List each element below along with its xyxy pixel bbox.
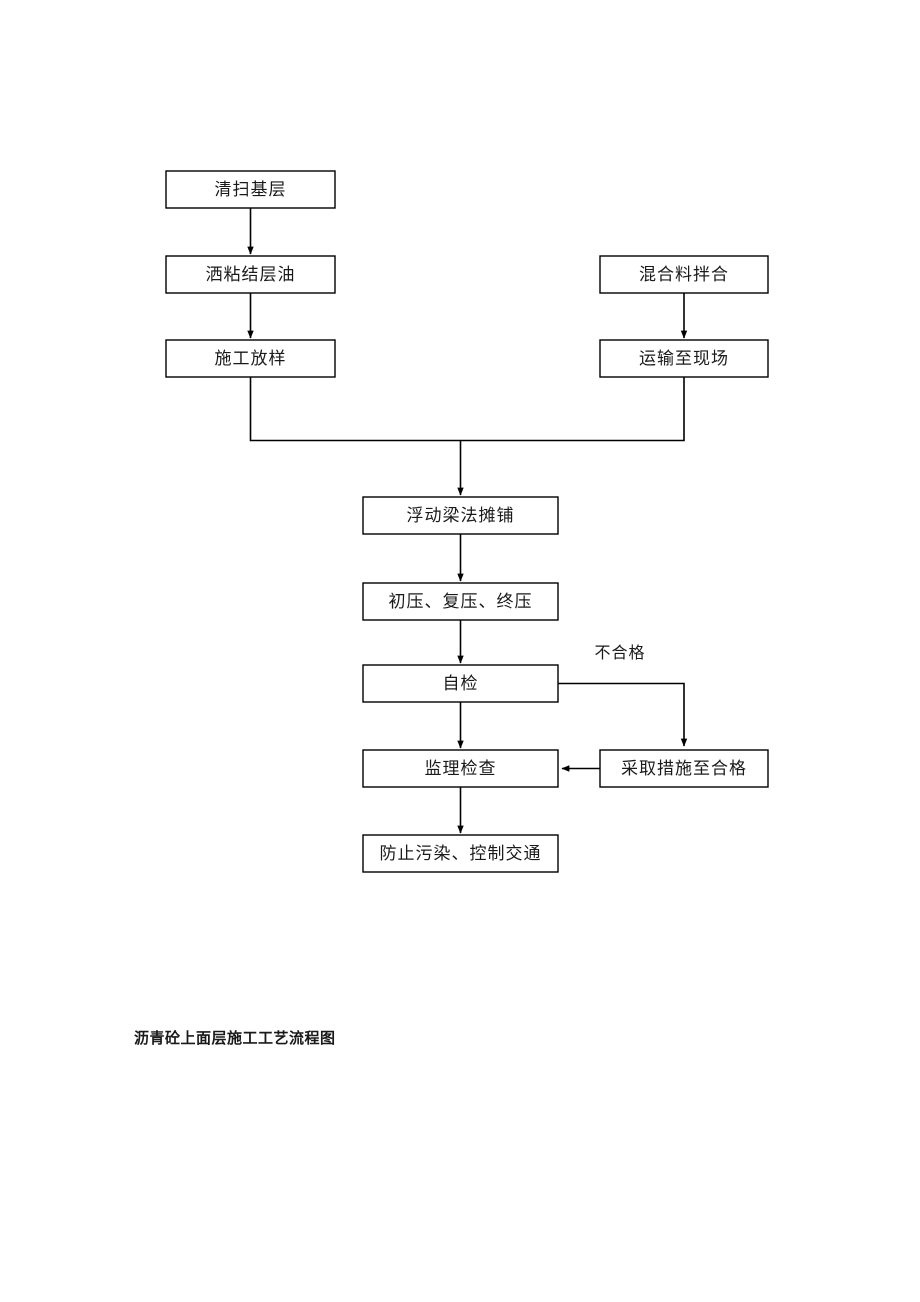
edge-shigong-merge-branch [249,377,460,442]
flow-node-label: 施工放样 [215,349,287,369]
flow-node-fangzhi-wuran-kongzhi-jiaotong[interactable]: 防止污染、控制交通 [362,834,559,873]
flow-node-shigong-fangyang[interactable]: 施工放样 [165,339,336,378]
flow-node-label: 混合料拌合 [639,265,729,285]
flow-node-label: 防止污染、控制交通 [380,844,542,864]
flow-node-chuya-fuya-zhongya[interactable]: 初压、复压、终压 [362,582,559,621]
flow-node-zijian[interactable]: 自检 [362,664,559,703]
flow-node-sa-zhanjieceng-you[interactable]: 洒粘结层油 [165,255,336,294]
flow-node-jianli-jiancha[interactable]: 监理检查 [362,749,559,788]
edge-label-buhege: 不合格 [594,643,645,662]
flow-node-label: 运输至现场 [639,349,729,369]
flow-node-label: 监理检查 [425,759,497,779]
flow-node-yunshu-zhi-xianchang[interactable]: 运输至现场 [599,339,769,378]
flow-node-label: 洒粘结层油 [206,265,296,285]
node-layer: 清扫基层 洒粘结层油 施工放样 混合料拌合 运输至现场 浮动梁法摊铺 初压、复压… [165,170,769,873]
flow-node-label: 浮动梁法摊铺 [407,506,515,526]
edge-layer [247,208,688,834]
edge-yunshu-merge-branch [460,377,685,442]
diagram-caption: 沥青砼上面层施工工艺流程图 [134,1029,336,1047]
flow-node-caiqu-cuoshi-zhi-hege[interactable]: 采取措施至合格 [599,749,769,788]
flow-node-qingsao-jiceng[interactable]: 清扫基层 [165,170,336,209]
flow-node-label: 采取措施至合格 [621,759,747,779]
flow-node-label: 清扫基层 [215,180,287,200]
flow-node-label: 自检 [443,674,479,694]
edge-zijian-buhege-to-cuoshi [558,682,688,747]
flow-node-label: 初压、复压、终压 [389,592,533,612]
flow-node-fudongliang-tanpu[interactable]: 浮动梁法摊铺 [362,496,559,535]
flow-node-hunheliao-banhe[interactable]: 混合料拌合 [599,255,769,294]
